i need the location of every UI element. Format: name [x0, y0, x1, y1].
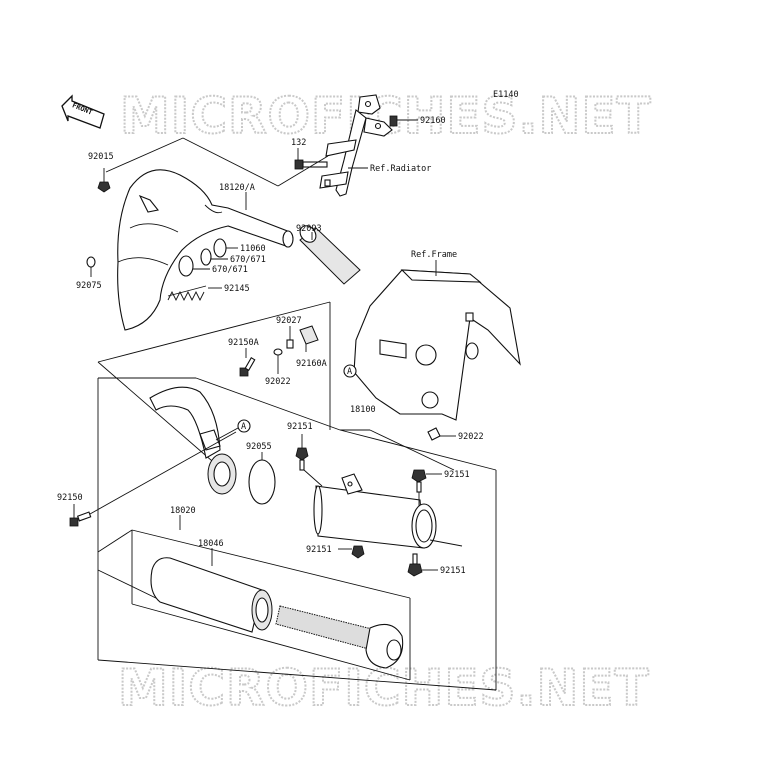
- callout-ref-radiator: Ref.Radiator: [370, 164, 431, 174]
- bolt-92151-b: [411, 469, 427, 493]
- diagram-code: E1140: [493, 90, 519, 100]
- sleeve-92093: [299, 225, 361, 285]
- callout-92150: 92150: [57, 493, 83, 503]
- header-pipe: [149, 386, 237, 495]
- callout-ref-frame: Ref.Frame: [411, 250, 457, 260]
- callout-18020: 18020: [170, 506, 196, 516]
- bolt-92151-a: [295, 447, 309, 471]
- marker-a-pipe-label: A: [241, 422, 246, 432]
- damper-92160a: [299, 325, 319, 345]
- packing-18046: [150, 557, 273, 633]
- callout-11060: 11060: [240, 244, 266, 254]
- callout-132: 132: [291, 138, 306, 148]
- callout-92151-c: 92151: [306, 545, 332, 555]
- callout-92015: 92015: [88, 152, 114, 162]
- watermark-top: MICROFICHES.NET: [120, 87, 652, 145]
- callout-670a: 670/671: [230, 255, 266, 265]
- ring-670b: [178, 255, 194, 277]
- bolt-92150a: [239, 357, 256, 377]
- oring-11060: [213, 238, 227, 258]
- callout-92093: 92093: [296, 224, 322, 234]
- callout-92022-upper: 92022: [265, 377, 291, 387]
- bolt-132: [294, 159, 328, 170]
- marker-a-frame: [343, 364, 357, 378]
- callout-92075: 92075: [76, 281, 102, 291]
- washer-92022-upper: [273, 348, 283, 356]
- callout-92022-lower: 92022: [458, 432, 484, 442]
- bolt-92150: [69, 511, 92, 527]
- callout-92151-b: 92151: [444, 470, 470, 480]
- callout-18046: 18046: [198, 539, 224, 549]
- silencer-18100: [313, 473, 437, 549]
- callout-92160a: 92160A: [296, 359, 327, 369]
- bolt-92151-d: [407, 553, 423, 577]
- marker-a-pipe: [237, 419, 251, 433]
- washer-92022-lower: [427, 427, 441, 441]
- gasket-92055: [248, 459, 276, 505]
- callout-92151-a: 92151: [287, 422, 313, 432]
- radiator-bracket: [319, 94, 398, 197]
- collar-92027: [286, 339, 294, 349]
- perforated-core: [275, 605, 404, 669]
- expansion-chamber-18120: [117, 169, 294, 331]
- frame-section: [353, 269, 521, 421]
- nut-92151-c: [351, 545, 365, 559]
- callout-670b: 670/671: [212, 265, 248, 275]
- callout-92027: 92027: [276, 316, 302, 326]
- spring-92145: [167, 285, 207, 302]
- callout-92150a: 92150A: [228, 338, 259, 348]
- callout-18120: 18120/A: [219, 183, 255, 193]
- marker-a-frame-label: A: [347, 367, 352, 377]
- callout-92055: 92055: [246, 442, 272, 452]
- callout-92151-d: 92151: [440, 566, 466, 576]
- callout-92160: 92160: [420, 116, 446, 126]
- ring-670a: [200, 248, 212, 266]
- callout-18100: 18100: [350, 405, 376, 415]
- front-arrow-icon: FRONT: [61, 94, 105, 129]
- callout-92145: 92145: [224, 284, 250, 294]
